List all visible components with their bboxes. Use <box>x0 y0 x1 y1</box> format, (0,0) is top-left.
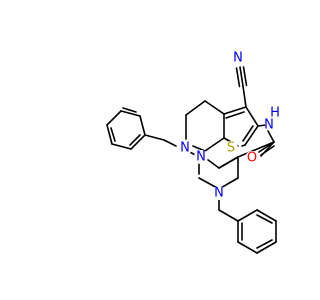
carbonyl-oxygen-atom: O <box>245 151 259 166</box>
cyano-group <box>235 66 248 108</box>
right-phenyl-ring <box>237 209 277 254</box>
thiophene-ring <box>223 106 259 147</box>
svg-text:N: N <box>214 186 224 201</box>
left-benzyl-linker <box>144 134 177 147</box>
bonds <box>106 66 277 254</box>
svg-text:N: N <box>233 51 243 66</box>
amide-linker <box>237 124 275 158</box>
svg-text:N: N <box>196 150 206 165</box>
svg-text:N: N <box>264 118 274 133</box>
piperazine-nitrogen-lower-atom: N <box>212 186 226 201</box>
molecule-structure-diagram: N N H S O N N N <box>106 51 280 254</box>
svg-text:O: O <box>247 151 257 166</box>
tetrahydropyridine-ring <box>185 100 225 152</box>
atom-labels: N N H S O N N N <box>178 51 280 201</box>
left-phenyl-ring <box>106 107 146 150</box>
cyano-nitrogen-atom: N <box>231 51 245 66</box>
svg-text:S: S <box>227 141 235 156</box>
ring-nitrogen-atom: N <box>178 141 192 156</box>
svg-text:N: N <box>180 141 190 156</box>
thiophene-sulfur-atom: S <box>224 141 238 156</box>
piperazine-nitrogen-upper-atom: N <box>194 150 208 165</box>
amide-nitrogen-atom: N H <box>264 106 280 133</box>
svg-text:H: H <box>270 106 280 121</box>
